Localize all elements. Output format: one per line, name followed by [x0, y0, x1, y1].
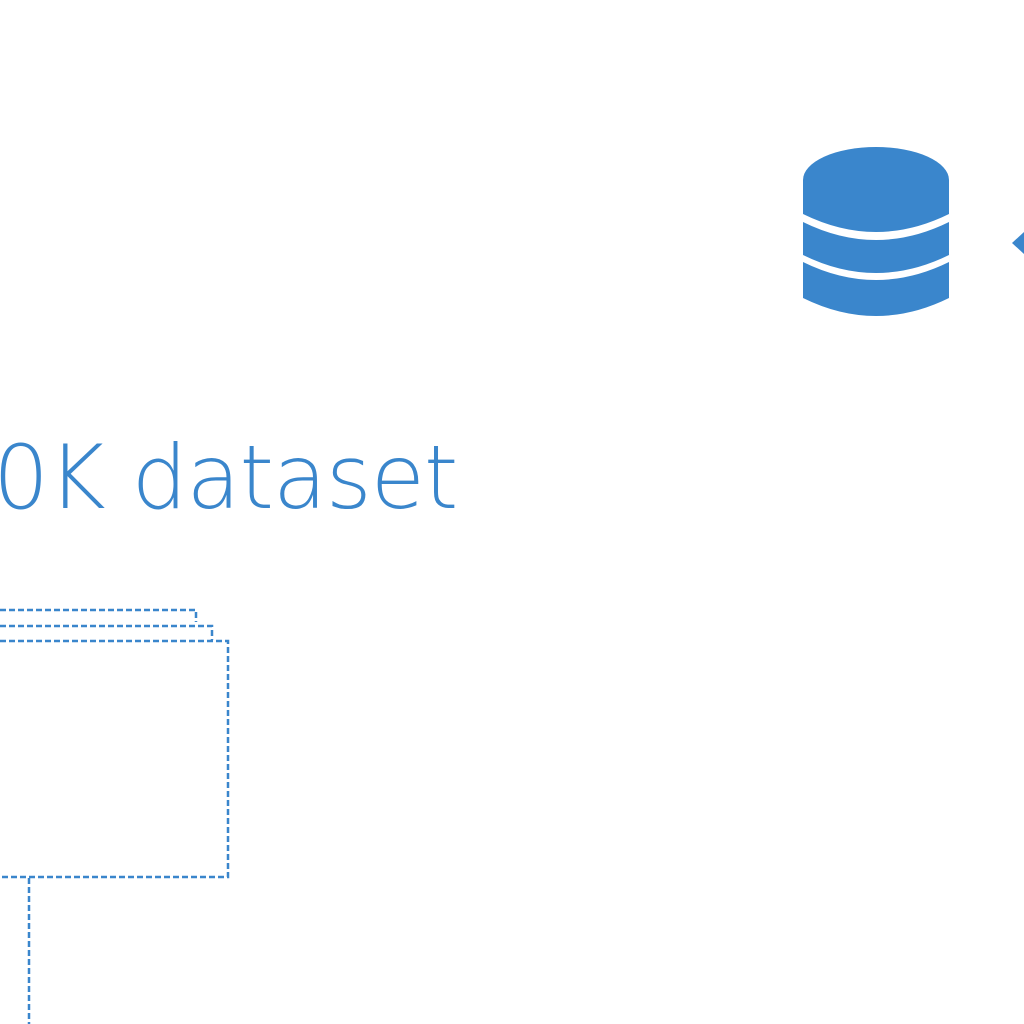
stack-layer-middle	[0, 624, 214, 640]
database-icon	[803, 147, 949, 316]
stack-layer-front	[0, 639, 230, 879]
dataset-label: 20K dataset	[0, 426, 458, 529]
dataset-stack	[0, 608, 230, 879]
stack-layer-back	[0, 608, 198, 622]
arrow-left-icon	[1012, 232, 1024, 254]
